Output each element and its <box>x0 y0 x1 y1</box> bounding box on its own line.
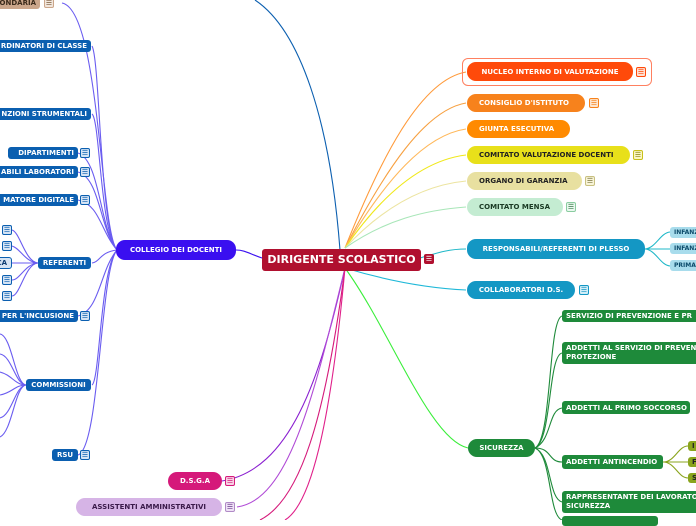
link-root-bottom1 <box>259 267 346 520</box>
link-root-bottom2 <box>284 267 346 520</box>
node-referenti[interactable]: REFERENTI <box>38 257 91 269</box>
node-funzioni-strumentali[interactable]: NZIONI STRUMENTALI <box>0 108 91 120</box>
notes-icon[interactable]: ☰ <box>80 195 90 205</box>
link-giunta <box>344 128 467 249</box>
node-nucleo-interno-valutazione[interactable]: NUCLEO INTERNO DI VALUTAZIONE <box>467 62 633 81</box>
notes-icon[interactable]: ☰ <box>80 148 90 158</box>
node-giunta-esecutiva[interactable]: GIUNTA ESECUTIVA <box>467 120 570 138</box>
node-plesso-child-3[interactable]: PRIMAR <box>670 260 696 271</box>
node-antincendio-child-1[interactable]: I <box>688 441 696 451</box>
notes-icon[interactable]: ☰ <box>2 225 12 235</box>
niv-highlight-frame <box>462 58 652 86</box>
notes-icon[interactable]: ☰ <box>636 67 646 77</box>
notes-icon[interactable]: ☰ <box>2 291 12 301</box>
link-root-assistenti <box>236 267 346 508</box>
node-coordinatori-classe[interactable]: RDINATORI DI CLASSE <box>0 40 91 52</box>
notes-icon[interactable]: ☰ <box>585 176 595 186</box>
node-addetti-servizio-prevenzione[interactable]: ADDETTI AL SERVIZIO DI PREVEN PROTEZIONE <box>562 342 696 364</box>
node-servizio-prevenzione[interactable]: SERVIZIO DI PREVENZIONE E PR <box>562 310 696 322</box>
notes-icon[interactable]: ☰ <box>2 241 12 251</box>
link-niv <box>344 71 467 249</box>
node-comitato-valutazione-docenti[interactable]: COMITATO VALUTAZIONE DOCENTI <box>467 146 630 164</box>
notes-icon[interactable]: ☰ <box>80 450 90 460</box>
node-commissioni[interactable]: COMMISSIONI <box>26 379 91 391</box>
node-assistenti-amministrativi[interactable]: ASSISTENTI AMMINISTRATIVI <box>76 498 222 516</box>
notes-icon[interactable]: ☰ <box>579 285 589 295</box>
notes-icon[interactable]: ☰ <box>633 150 643 160</box>
node-secondaria[interactable]: ECONDARIA <box>0 0 40 9</box>
node-consiglio-istituto[interactable]: CONSIGLIO D'ISTITUTO <box>467 94 585 112</box>
link-root-top <box>254 0 341 251</box>
notes-icon[interactable]: ☰ <box>566 202 576 212</box>
node-antincendio-child-3[interactable]: S <box>688 473 696 483</box>
notes-icon[interactable]: ☰ <box>80 311 90 321</box>
root-node-dirigente[interactable]: DIRIGENTE SCOLASTICO <box>262 249 421 271</box>
notes-icon[interactable]: ☰ <box>225 476 235 486</box>
node-plesso-child-1[interactable]: INFANZ <box>670 227 696 238</box>
node-responsabili-plesso[interactable]: RESPONSABILI/REFERENTI DI PLESSO <box>467 239 645 259</box>
node-sicurezza[interactable]: SICUREZZA <box>468 439 535 457</box>
link-consiglio <box>344 102 467 249</box>
notes-icon[interactable]: ☰ <box>424 254 434 264</box>
node-sicurezza-more[interactable] <box>562 516 658 526</box>
node-antincendio-child-2[interactable]: F <box>688 457 696 467</box>
node-rappresentante-lavoratori-sicurezza[interactable]: RAPPRESENTANTE DEI LAVORATO SICUREZZA <box>562 491 696 513</box>
node-addetti-primo-soccorso[interactable]: ADDETTI AL PRIMO SOCCORSO <box>562 401 690 414</box>
node-rsu[interactable]: RSU <box>52 449 78 461</box>
notes-icon[interactable]: ☰ <box>589 98 599 108</box>
node-plesso-child-2[interactable]: INFANZ <box>670 243 696 254</box>
link-comitato <box>344 154 467 249</box>
notes-icon[interactable]: ☰ <box>44 0 54 8</box>
node-collegio-docenti[interactable]: COLLEGIO DEI DOCENTI <box>116 240 236 260</box>
link-sicurezza <box>344 267 469 449</box>
notes-icon[interactable]: ☰ <box>225 502 235 512</box>
node-organo-garanzia[interactable]: ORGANO DI GARANZIA <box>467 172 582 190</box>
notes-icon[interactable]: ☰ <box>80 167 90 177</box>
link-root-dsga <box>221 267 346 482</box>
link-garanzia <box>344 180 467 249</box>
node-addetti-antincendio[interactable]: ADDETTI ANTINCENDIO <box>562 455 663 469</box>
node-responsabili-laboratori[interactable]: ABILI LABORATORI <box>0 166 78 178</box>
link-root-collegio <box>235 249 263 259</box>
node-dipartimenti[interactable]: DIPARTIMENTI <box>8 147 78 159</box>
node-referenti-sub[interactable]: CA <box>0 257 12 269</box>
node-comitato-mensa[interactable]: COMITATO MENSA <box>467 198 563 216</box>
link-collaboratori <box>344 267 467 291</box>
node-dsga[interactable]: D.S.G.A <box>168 472 222 490</box>
node-animatore-digitale[interactable]: MATORE DIGITALE <box>0 194 78 206</box>
node-gruppo-inclusione[interactable]: PER L'INCLUSIONE <box>0 310 78 322</box>
link-mensa <box>344 206 467 249</box>
notes-icon[interactable]: ☰ <box>2 275 12 285</box>
node-collaboratori-ds[interactable]: COLLABORATORI D.S. <box>467 281 575 299</box>
